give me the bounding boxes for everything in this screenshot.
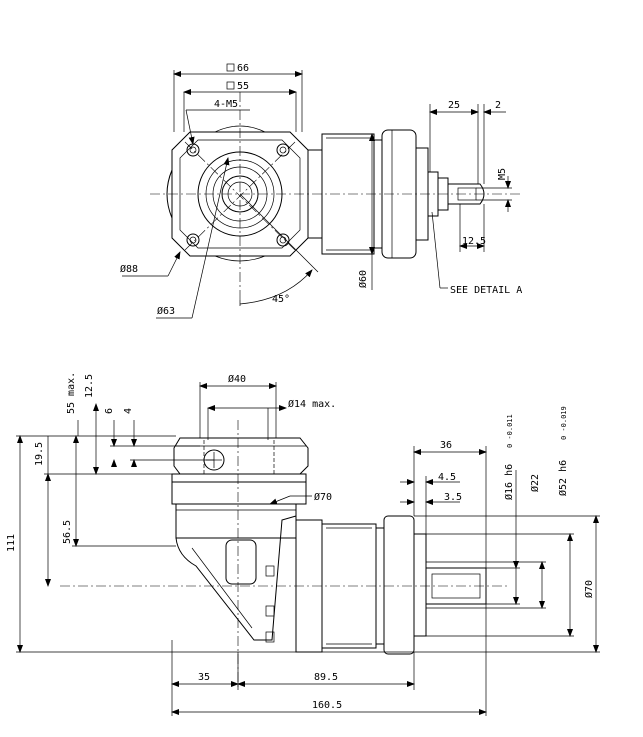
- dim-16h6-label: Ø16 h6: [503, 464, 515, 500]
- dim-52h6-label: Ø52 h6: [557, 460, 569, 496]
- dim-40-label: Ø40: [228, 373, 246, 385]
- tol-52-label: 0 -0.019: [560, 406, 568, 440]
- dim-3-5-label: 3.5: [444, 492, 462, 503]
- dim-45deg-label: 45°: [272, 294, 290, 305]
- dim-4m5-label: 4-M5: [214, 99, 238, 110]
- side-view: Ø40 Ø14 max. 111 19.5 56.5 55 max. 12.5 …: [6, 372, 600, 716]
- dim-70-right-label: Ø70: [583, 580, 595, 598]
- dim-4-label: 4: [123, 408, 134, 414]
- dim-55-label: 55: [237, 81, 249, 92]
- dim-63-label: Ø63: [157, 305, 175, 317]
- dim-35-label: 35: [198, 672, 210, 683]
- dim-22-label: Ø22: [529, 474, 541, 492]
- dim-12-5-side-label: 12.5: [84, 374, 95, 398]
- top-view: 66 55 4-M5 Ø88 Ø63 45° Ø60 25 2: [120, 63, 522, 319]
- dim-2-label: 2: [495, 100, 501, 111]
- gear-housing: [175, 503, 297, 539]
- top-flange-square: [171, 131, 309, 257]
- dim-36-label: 36: [440, 440, 452, 451]
- dim-6-label: 6: [104, 408, 115, 414]
- dim-12-5-top-label: 12.5: [462, 236, 486, 247]
- dim-4-5-label: 4.5: [438, 472, 456, 483]
- tol-16-label: 0 -0.011: [506, 414, 514, 448]
- dim-89-5-label: 89.5: [314, 672, 338, 683]
- dim-19-5-label: 19.5: [34, 442, 45, 466]
- dim-m5-label: M5: [497, 168, 508, 180]
- dim-111-label: 111: [6, 534, 17, 552]
- output-flange: [173, 437, 309, 475]
- dim-60-label: Ø60: [357, 270, 369, 288]
- dim-70-flange-label: Ø70: [314, 491, 332, 503]
- dim-66-label: 66: [237, 63, 249, 74]
- dim-14max-label: Ø14 max.: [288, 398, 336, 410]
- dim-56-5-label: 56.5: [62, 520, 73, 544]
- dim-55max-label: 55 max.: [66, 372, 77, 414]
- dim-160-5-label: 160.5: [312, 700, 342, 711]
- dim-25-label: 25: [448, 100, 460, 111]
- dim-88-label: Ø88: [120, 263, 138, 275]
- see-detail-a-label: SEE DETAIL A: [450, 285, 522, 296]
